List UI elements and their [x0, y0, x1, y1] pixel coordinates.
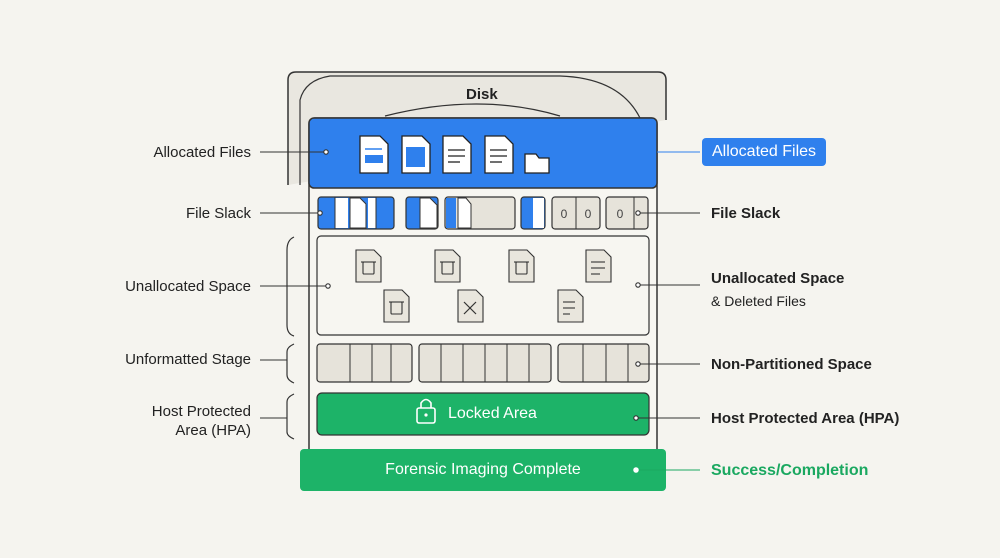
- left-label-slack: File Slack: [185, 205, 251, 222]
- deleted-file-icon-1: [355, 249, 382, 283]
- locked-area-band: [316, 392, 650, 436]
- non-partitioned-row: [316, 343, 650, 383]
- slack-cell-text-3: 0: [617, 207, 624, 221]
- allocated-file-icon-3: [442, 135, 472, 174]
- fragment-file-icon: [557, 289, 584, 323]
- left-label-allocated: Allocated Files: [153, 144, 251, 161]
- left-label-unallocated: Unallocated Space: [125, 278, 251, 295]
- corrupted-file-icon: [457, 289, 484, 323]
- left-label-hpa-line2: Area (HPA): [175, 422, 251, 439]
- forensic-imaging-label: Forensic Imaging Complete: [385, 461, 581, 478]
- deleted-file-icon-2: [434, 249, 461, 283]
- disk-title: Disk: [466, 86, 498, 103]
- allocated-files-band: [308, 117, 658, 189]
- forensic-imaging-band: [300, 449, 666, 491]
- left-connectors: [260, 149, 331, 419]
- allocated-file-icon-4: [484, 135, 514, 174]
- slack-cell-text-1: 0: [561, 207, 568, 221]
- disk-title-arc: [384, 103, 561, 117]
- right-label-nonpartitioned: Non-Partitioned Space: [711, 356, 872, 373]
- deleted-file-icon-3: [508, 249, 535, 283]
- allocated-file-icon-1: [359, 135, 389, 174]
- allocated-files-pill: Allocated Files: [702, 138, 827, 166]
- right-label-unallocated-line1: Unallocated Space: [711, 270, 845, 287]
- right-label-slack: File Slack: [711, 205, 781, 222]
- file-slack-row: [317, 196, 649, 230]
- right-label-hpa: Host Protected Area (HPA): [711, 410, 900, 427]
- slack-cell-text-2: 0: [585, 207, 592, 221]
- lock-icon: [416, 398, 436, 424]
- disk-back-curve: [299, 75, 641, 185]
- left-label-unformatted: Unformatted Stage: [125, 351, 251, 368]
- success-label: Success/Completion: [711, 462, 869, 479]
- right-connectors: [633, 151, 700, 473]
- locked-area-label: Locked Area: [448, 405, 537, 422]
- left-brackets: [286, 236, 295, 440]
- allocated-file-icon-2: [401, 135, 431, 174]
- folder-icon: [524, 153, 550, 174]
- right-label-unallocated-line2: & Deleted Files: [711, 293, 806, 309]
- deleted-file-icon-4: [585, 249, 612, 283]
- left-label-hpa-line1: Host Protected: [151, 403, 251, 420]
- deleted-file-icon-5: [383, 289, 410, 323]
